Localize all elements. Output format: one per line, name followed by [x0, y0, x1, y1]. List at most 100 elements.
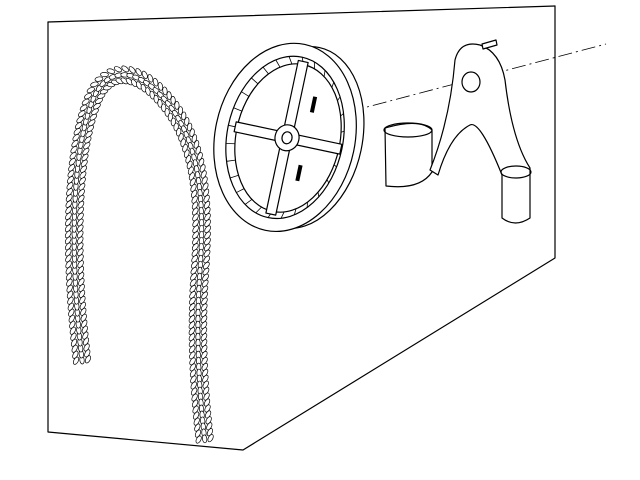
chain-link — [72, 356, 80, 365]
chain-link — [190, 272, 197, 281]
chain-link — [76, 224, 84, 233]
chain-link — [202, 374, 209, 383]
chain-link — [65, 200, 73, 208]
chain-link — [94, 76, 104, 82]
chain-link — [65, 272, 73, 281]
chain-link — [89, 113, 98, 121]
chain-link — [153, 94, 159, 104]
chain-link — [78, 289, 86, 298]
chain-link — [66, 182, 74, 190]
chain-link — [121, 65, 129, 73]
chain-link — [192, 207, 199, 216]
wheel-tooth — [226, 159, 236, 162]
chain-link — [78, 177, 86, 185]
chain-link — [71, 344, 78, 353]
chain-link — [66, 284, 73, 293]
chain-link — [66, 278, 73, 287]
chain-link — [77, 206, 84, 215]
chain-link — [81, 325, 88, 334]
chain-link — [65, 218, 72, 227]
chain-link — [113, 66, 123, 73]
chain-link — [202, 261, 210, 270]
chain-link — [188, 333, 196, 342]
chain-link — [194, 423, 201, 432]
chain-link — [66, 290, 74, 299]
chain-link — [201, 279, 209, 288]
chain-link — [77, 212, 84, 221]
chain-link — [201, 368, 209, 377]
chain-link — [192, 213, 199, 222]
wheel-tooth — [331, 82, 335, 88]
chain-link — [71, 140, 79, 148]
chain-link — [128, 66, 136, 74]
chain-link — [202, 386, 210, 395]
chain-link — [199, 164, 206, 173]
chain-link — [78, 110, 86, 118]
chain-link — [177, 106, 184, 115]
chain-link — [170, 95, 176, 105]
wheel-tooth — [340, 130, 345, 133]
chain-link — [204, 207, 211, 215]
chain-link — [204, 404, 211, 413]
chain-link — [202, 380, 209, 389]
chain-link — [202, 182, 209, 191]
chain-link — [65, 260, 72, 269]
chain-link — [68, 164, 76, 172]
chain-link — [191, 387, 198, 396]
chain-loop — [64, 65, 214, 444]
wheel-tooth — [229, 174, 239, 179]
chain-link — [157, 82, 164, 91]
chain-link — [203, 398, 211, 407]
chain-link — [78, 188, 85, 197]
chain-link — [200, 170, 207, 179]
chain-link — [64, 230, 72, 239]
chain-link — [161, 103, 167, 113]
chain-link — [189, 363, 196, 372]
mounting-bracket — [383, 43, 532, 224]
chain-link — [76, 116, 84, 124]
chain-link — [84, 355, 92, 364]
chain-link — [74, 122, 83, 130]
chain-link — [70, 332, 77, 341]
chain-link — [106, 68, 116, 74]
wheel-tooth — [280, 211, 285, 219]
chain-link — [130, 79, 138, 88]
chain-link — [174, 101, 180, 110]
chain-link — [193, 411, 200, 420]
chain-link — [202, 267, 210, 276]
chain-link — [197, 152, 203, 161]
chain-link — [189, 285, 197, 293]
chain-link — [192, 237, 199, 245]
chain-link — [95, 97, 103, 104]
chain-link — [65, 206, 72, 214]
chain-link — [72, 350, 79, 359]
chain-link — [76, 242, 84, 251]
chain-link — [203, 243, 211, 252]
chain-link — [77, 266, 85, 275]
chain-link — [203, 194, 210, 203]
chain-link — [201, 362, 208, 371]
chain-link — [67, 302, 74, 311]
chain-link — [65, 194, 73, 202]
chain-link — [190, 266, 198, 275]
chain-link — [65, 248, 72, 257]
chain-link — [90, 81, 99, 88]
chain-link — [200, 339, 208, 347]
chain-link — [192, 231, 199, 239]
chain-link — [84, 349, 91, 358]
chain-link — [200, 327, 208, 335]
chain-link — [202, 434, 208, 444]
wheel-tooth — [340, 113, 344, 117]
chain-link — [78, 278, 85, 286]
chain-link — [76, 236, 84, 245]
chain-link — [81, 319, 88, 328]
chain-link — [190, 261, 198, 269]
wheel-tooth — [293, 208, 297, 215]
chain-link — [91, 108, 99, 115]
chain-link — [193, 417, 200, 426]
chain-link — [190, 381, 197, 390]
chain-link — [79, 104, 88, 112]
chain-link — [93, 102, 101, 110]
chain-link — [78, 183, 86, 191]
chain-link — [85, 130, 93, 138]
